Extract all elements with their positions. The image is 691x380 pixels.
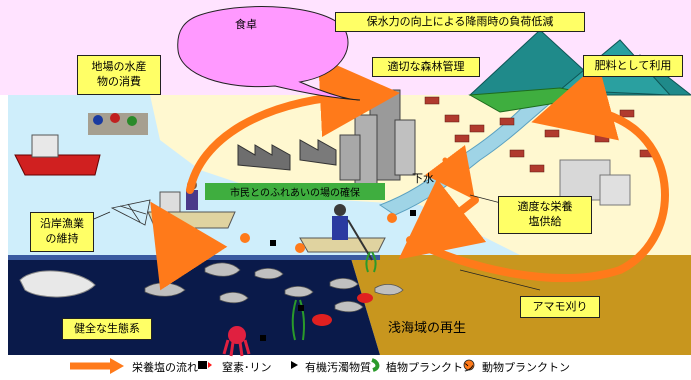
factory-icon bbox=[237, 139, 337, 171]
fishing-boat-icon bbox=[299, 237, 386, 253]
coastal-fishery-label: 沿岸漁業 の維持 bbox=[30, 212, 94, 252]
nutrient-supply-line1: 適度な栄養 bbox=[517, 200, 573, 214]
fishing-boat-icon bbox=[14, 134, 101, 176]
forest-management-label: 適切な森林管理 bbox=[372, 57, 480, 77]
coastal-fishery-line1: 沿岸漁業 bbox=[40, 217, 84, 231]
fishing-net-icon bbox=[110, 199, 151, 226]
octopus-icon bbox=[222, 326, 251, 357]
sewage-label: 下水 bbox=[412, 172, 434, 185]
flow-arrow-fishery bbox=[150, 201, 228, 291]
local-consumption-line2: 物の消費 bbox=[97, 75, 141, 88]
legend-icons bbox=[70, 358, 475, 374]
eelgrass-icon bbox=[291, 251, 377, 341]
local-consumption-line1: 地場の水産 bbox=[91, 60, 147, 74]
legend-zooplankton: 動物プランクトン bbox=[482, 361, 570, 374]
sea-surface-line bbox=[8, 255, 380, 260]
deep-sea bbox=[8, 255, 380, 355]
nutrient-supply-label: 適度な栄養 塩供給 bbox=[498, 196, 592, 234]
legend-nitrogen-phosphorus: 窒素･リン bbox=[222, 361, 272, 374]
flow-arrow-nutrient-supply bbox=[398, 178, 487, 260]
eelgrass-mowing-label: アマモ刈り bbox=[520, 296, 600, 318]
flow-arrow-to-table bbox=[186, 57, 400, 194]
flow-arrow-to-fertilizer bbox=[406, 63, 669, 283]
flow-arrow-sewage bbox=[425, 145, 475, 200]
fertilizer-use-label: 肥料として利用 bbox=[583, 55, 683, 77]
healthy-ecosystem-label: 健全な生態系 bbox=[62, 318, 152, 340]
water-retention-label: 保水力の向上による降雨時の負荷低減 bbox=[335, 12, 585, 32]
local-consumption-label: 地場の水産 物の消費 bbox=[77, 55, 161, 95]
particle-markers bbox=[240, 210, 416, 341]
citizen-interaction-label: 市民とのふれあいの場の確保 bbox=[205, 183, 385, 200]
shallow-water-regeneration-label: 浅海域の再生 bbox=[388, 321, 467, 336]
coastal-fishery-line2: の維持 bbox=[45, 232, 79, 245]
crab-icon bbox=[312, 293, 373, 326]
whale-icon bbox=[19, 270, 96, 298]
speech-bubble bbox=[177, 6, 361, 101]
dining-table-label: 食卓 bbox=[235, 18, 257, 31]
legend-organic-matter: 有機汚濁物質 bbox=[305, 361, 371, 374]
people-icon bbox=[88, 113, 148, 135]
legend-nutrient-flow: 栄養塩の流れ bbox=[132, 361, 198, 374]
nutrient-supply-line2: 塩供給 bbox=[528, 215, 562, 228]
nutrient-flow-arrows bbox=[150, 57, 669, 291]
legend-phytoplankton: 植物プランクトン bbox=[386, 361, 474, 374]
